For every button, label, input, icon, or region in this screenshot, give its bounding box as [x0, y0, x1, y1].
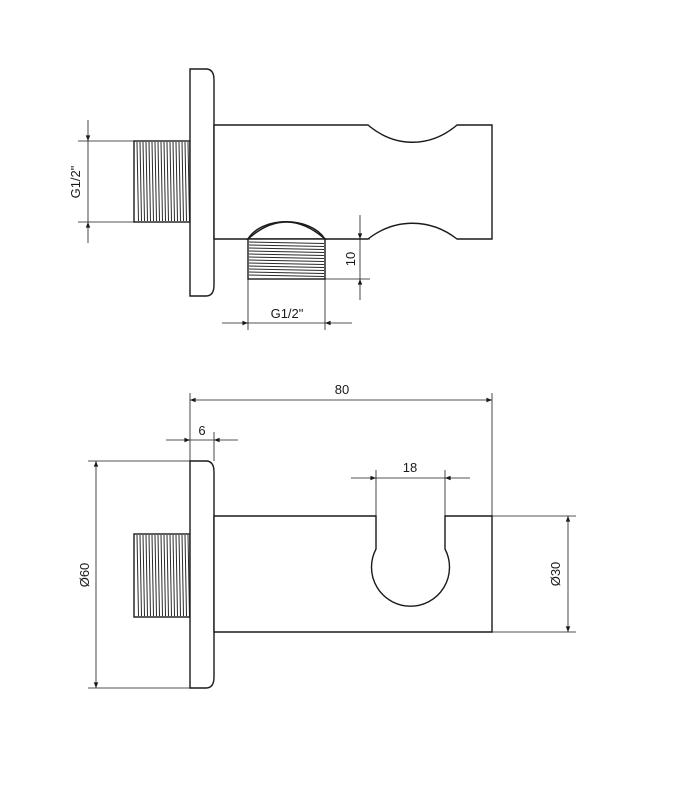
dim-thread-bottom: G1/2": [222, 279, 352, 330]
thread-line: [172, 141, 175, 222]
thread-line: [178, 141, 181, 222]
top-view: G1/2" 10 G1/2": [68, 68, 493, 330]
outlet-thread-bottom: [246, 221, 327, 280]
dim-body-diameter: Ø30: [492, 515, 576, 633]
flange-diameter-label: Ø60: [77, 563, 92, 588]
holder-body-top: [213, 124, 493, 240]
side-view: 80 6 18 Ø60: [77, 382, 576, 689]
thread-line: [142, 534, 145, 617]
wall-flange-top: [189, 68, 215, 297]
holder-body-side: [213, 515, 493, 633]
thread-line: [248, 241, 325, 244]
thread-line: [248, 247, 325, 250]
dim-flange-diameter: Ø60: [77, 460, 190, 689]
flange-thickness-label: 6: [198, 423, 205, 438]
thread-line: [248, 244, 325, 247]
thread-line: [145, 534, 148, 617]
thread-line: [248, 262, 325, 265]
thread-line: [139, 534, 142, 617]
thread-line: [181, 141, 184, 222]
dim-cradle-width: 18: [351, 460, 470, 516]
thread-line: [187, 141, 190, 222]
thread-line: [172, 534, 175, 617]
thread-line: [148, 534, 151, 617]
thread-line: [169, 141, 172, 222]
thread-line: [166, 141, 169, 222]
thread-line: [175, 141, 178, 222]
thread-line: [248, 256, 325, 259]
thread-line: [181, 534, 184, 617]
thread-line: [248, 274, 325, 277]
thread-line: [166, 534, 169, 617]
thread-line: [154, 141, 157, 222]
thread-line: [175, 534, 178, 617]
thread-line: [151, 141, 154, 222]
dim-thread-left: G1/2": [68, 120, 134, 243]
thread-line: [157, 141, 160, 222]
thread-line: [248, 253, 325, 256]
thread-line: [163, 534, 166, 617]
thread-line: [248, 271, 325, 274]
dim-overall-length: 80: [189, 382, 493, 516]
dim-outlet-height: 10: [325, 215, 370, 300]
body-diameter-label: Ø30: [548, 562, 563, 587]
thread-line: [248, 265, 325, 268]
thread-line: [142, 141, 145, 222]
thread-line: [145, 141, 148, 222]
thread-line: [248, 259, 325, 262]
thread-line: [160, 141, 163, 222]
thread-line: [136, 534, 139, 617]
thread-line: [248, 250, 325, 253]
thread-line: [154, 534, 157, 617]
thread-line: [184, 534, 187, 617]
thread-line: [148, 141, 151, 222]
cradle-width-label: 18: [403, 460, 417, 475]
thread-line: [178, 534, 181, 617]
outlet-height-label: 10: [343, 252, 358, 266]
thread-line: [248, 268, 325, 271]
thread-line: [136, 141, 139, 222]
thread-line: [139, 141, 142, 222]
overall-length-label: 80: [335, 382, 349, 397]
thread-line: [184, 141, 187, 222]
thread-line: [151, 534, 154, 617]
thread-line: [169, 534, 172, 617]
thread-line: [187, 534, 190, 617]
thread-line: [157, 534, 160, 617]
dim-flange-thickness: 6: [166, 423, 238, 461]
inlet-thread-top: [133, 140, 191, 223]
thread-bottom-label: G1/2": [271, 306, 304, 321]
thread-left-label: G1/2": [68, 165, 83, 198]
inlet-thread-side: [133, 533, 191, 618]
wall-flange-side: [189, 460, 215, 689]
thread-line: [160, 534, 163, 617]
thread-line: [163, 141, 166, 222]
